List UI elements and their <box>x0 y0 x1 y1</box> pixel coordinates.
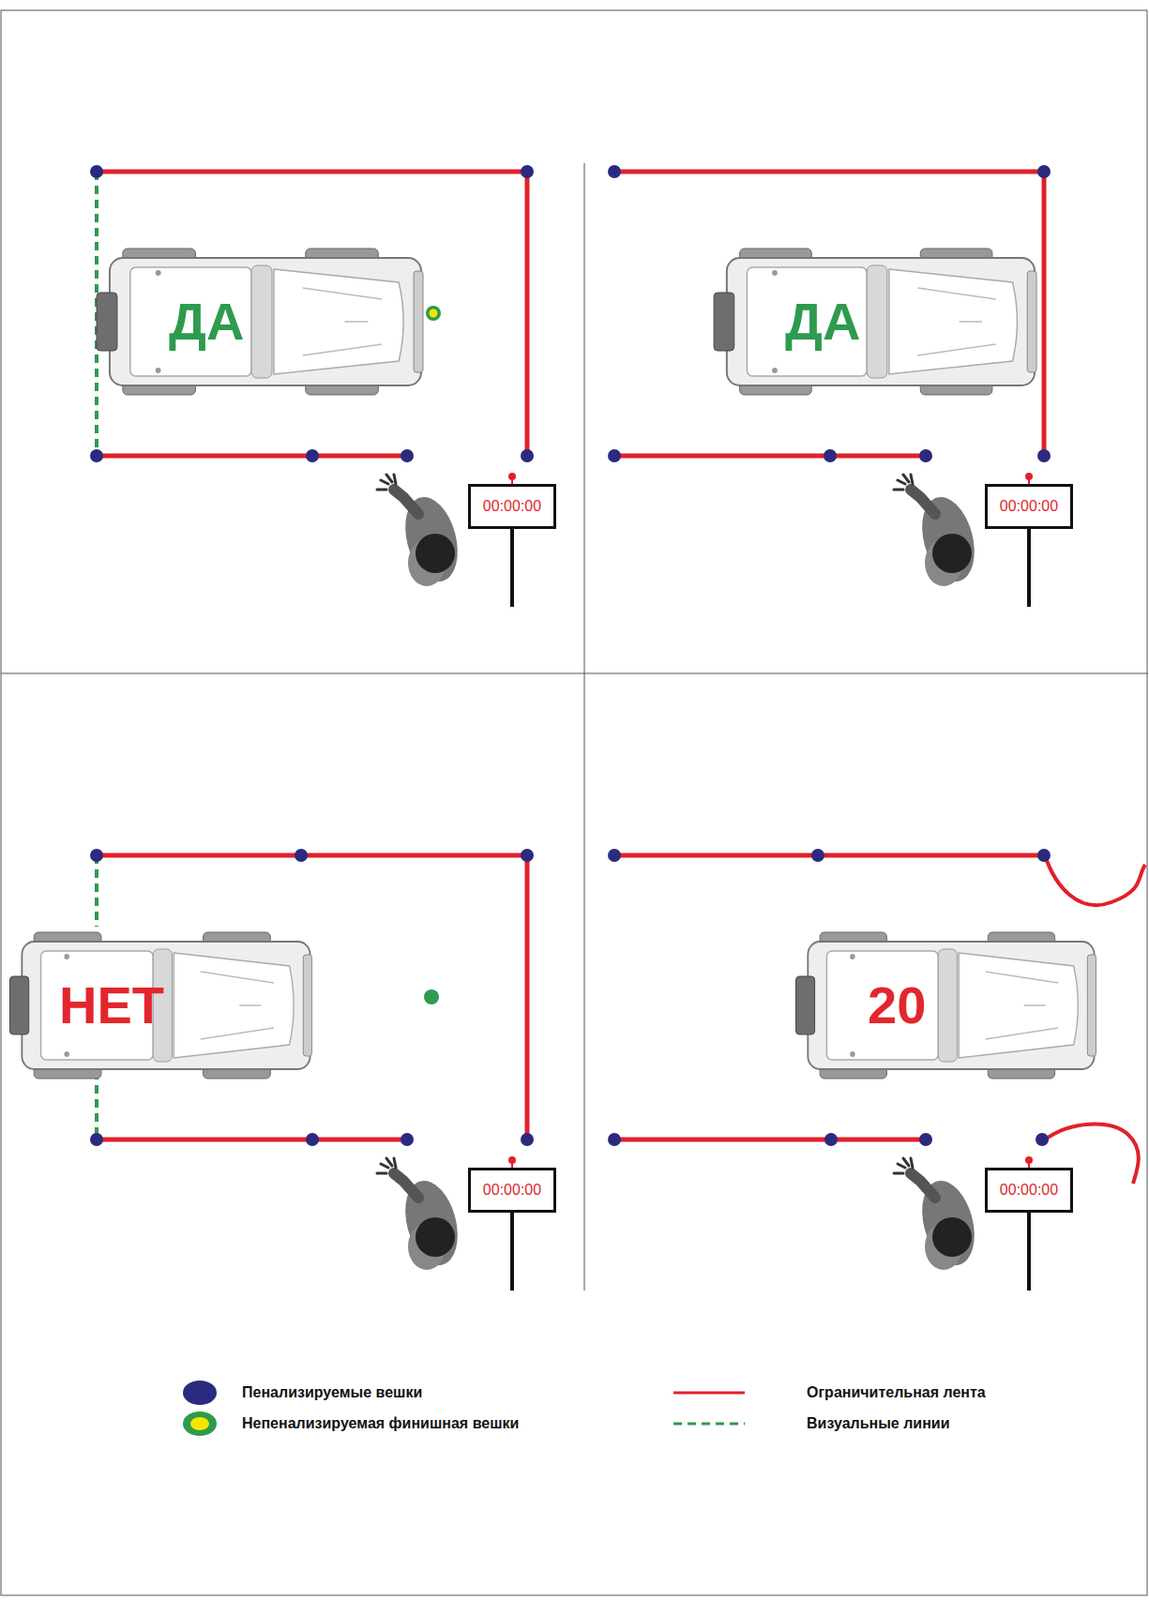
tape-line <box>614 453 926 459</box>
timer-text: 00:00:00 <box>483 498 542 515</box>
timer-sign: 00:00:00 <box>984 1167 1074 1213</box>
finish-post <box>425 305 441 321</box>
car-illustration <box>801 934 1102 1077</box>
penalty-post <box>1037 848 1051 862</box>
visual-line <box>94 1071 99 1140</box>
penalty-post <box>1037 165 1051 179</box>
legend-text: Непенализируемая финишная вешки <box>241 1415 519 1433</box>
sign-pole <box>1027 525 1031 607</box>
penalty-post <box>520 449 534 463</box>
car-node: ДА <box>719 250 1043 394</box>
marshal-figure <box>377 1158 467 1271</box>
legend-swatch <box>157 1378 242 1407</box>
car-illustration <box>719 250 1043 394</box>
car-node: ДА <box>102 250 429 394</box>
visual-line <box>94 855 99 927</box>
penalty-post <box>823 449 837 463</box>
tape-line <box>96 853 528 859</box>
penalty-post <box>607 449 621 463</box>
car-illustration <box>102 250 429 394</box>
legend-finish-swatch <box>182 1411 217 1437</box>
legend-swatch <box>666 1409 752 1438</box>
panel-divider <box>584 163 586 1291</box>
sign-pole <box>1027 1209 1031 1291</box>
penalty-post <box>400 449 414 463</box>
penalty-post <box>520 848 534 862</box>
sign-pole <box>510 525 515 607</box>
timer-text: 00:00:00 <box>999 1181 1059 1199</box>
penalty-post <box>607 165 621 179</box>
penalty-post <box>607 848 621 862</box>
tape-line <box>614 169 1044 175</box>
marshal-figure <box>377 474 467 588</box>
penalty-post <box>1035 1133 1049 1147</box>
tape-line <box>614 1137 926 1143</box>
penalty-post <box>520 1133 534 1147</box>
penalty-post <box>305 1133 319 1147</box>
sign-pole <box>510 1209 515 1291</box>
tape-line <box>525 855 530 1140</box>
timer-sign: 00:00:00 <box>984 483 1074 530</box>
sign-dot <box>508 1156 516 1165</box>
penalty-post <box>305 449 319 463</box>
tape-line <box>1042 171 1047 456</box>
legend-swatch <box>666 1378 752 1407</box>
timer-text: 00:00:00 <box>483 1181 542 1199</box>
finish-post-core <box>429 309 439 318</box>
timer-sign: 00:00:00 <box>468 1167 557 1213</box>
penalty-post <box>90 848 104 862</box>
verdict-label: ДА <box>785 295 861 348</box>
broken-tape <box>1044 855 1146 906</box>
frame <box>0 10 1148 1596</box>
tape-line <box>96 1137 408 1143</box>
tape-line <box>614 853 1044 859</box>
legend-dash-swatch <box>673 1422 745 1426</box>
penalty-post <box>919 449 933 463</box>
penalty-post <box>90 165 104 179</box>
legend-finish-core <box>190 1417 210 1431</box>
sign-dot <box>508 472 516 481</box>
penalty-post <box>811 848 825 862</box>
penalty-post <box>1037 449 1051 463</box>
penalty-post <box>90 449 104 463</box>
timer-sign: 00:00:00 <box>468 483 557 530</box>
verdict-label: ДА <box>168 295 244 348</box>
legend-swatch <box>157 1409 242 1438</box>
penalty-post <box>824 1133 838 1147</box>
penalty-post <box>520 165 534 179</box>
penalty-post <box>90 1133 104 1147</box>
legend-tape-swatch <box>673 1391 745 1395</box>
panel-divider <box>0 673 1149 675</box>
marshal-figure <box>893 474 983 588</box>
finish-post <box>423 989 439 1005</box>
tape-line <box>96 453 408 459</box>
penalty-post <box>400 1133 414 1147</box>
verdict-label: НЕТ <box>59 979 165 1032</box>
legend-text: Визуальные линии <box>806 1415 951 1433</box>
sign-dot <box>1025 1156 1033 1165</box>
legend-post-swatch <box>182 1380 217 1406</box>
sign-dot <box>1025 472 1033 481</box>
tape-line <box>525 171 530 456</box>
verdict-label: 20 <box>867 979 926 1032</box>
car-node: 20 <box>801 934 1102 1077</box>
timer-text: 00:00:00 <box>999 498 1059 515</box>
legend-text: Ограничительная лента <box>806 1384 986 1402</box>
legend-text: Пенализируемые вешки <box>241 1384 423 1402</box>
car-node: НЕТ <box>15 934 318 1077</box>
tape-line <box>96 169 528 175</box>
penalty-post <box>294 848 308 862</box>
marshal-figure <box>893 1158 983 1271</box>
penalty-post <box>919 1133 933 1147</box>
penalty-post <box>607 1133 621 1147</box>
